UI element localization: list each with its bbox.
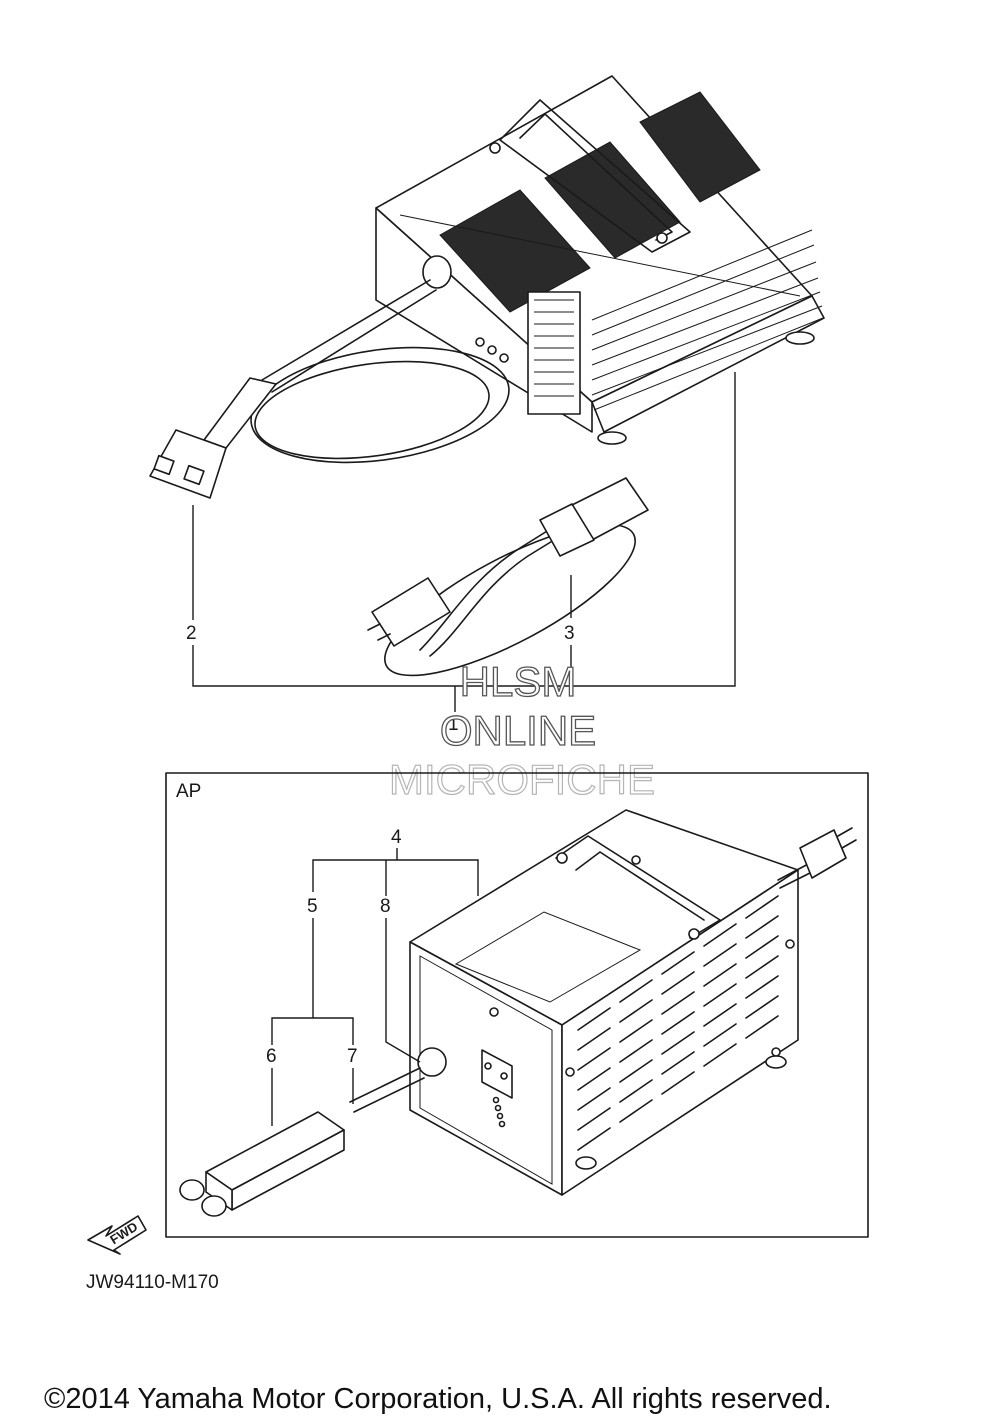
indicator-light [499, 353, 509, 363]
box-grommet [417, 1047, 447, 1077]
box-dc-cord [179, 1067, 425, 1217]
cable-grommet [422, 255, 452, 289]
ac-power-cord [367, 477, 649, 677]
upper-callout-leaders [192, 372, 736, 712]
diagram-code: JW94110-M170 [86, 1272, 219, 1293]
callout-1: 1 [448, 714, 459, 735]
indicator-light [494, 1104, 502, 1112]
box-charger-unit [409, 809, 857, 1196]
indicator-light [487, 345, 497, 355]
indicator-light [492, 1096, 500, 1104]
callout-6: 6 [266, 1046, 277, 1067]
side-vents [577, 895, 779, 1151]
fwd-arrow-icon: FWD [87, 1215, 147, 1255]
inset-callout-leaders [271, 848, 479, 1126]
watermark-line3: MICROFICHE [389, 756, 655, 803]
indicator-light [498, 1120, 506, 1128]
callout-8: 8 [380, 896, 391, 917]
dc-charging-cord [149, 279, 510, 499]
inset-frame-ap [165, 772, 869, 1238]
indicator-light [475, 337, 485, 347]
callout-2: 2 [186, 623, 197, 644]
copyright-notice: ©2014 Yamaha Motor Corporation, U.S.A. A… [44, 1383, 832, 1415]
box-carry-handle [555, 835, 721, 939]
callout-4: 4 [391, 827, 402, 848]
ammeter [481, 1049, 513, 1099]
inset-label: AP [176, 781, 201, 802]
callout-3: 3 [564, 623, 575, 644]
callout-5: 5 [307, 896, 318, 917]
box-ac-plug [799, 829, 847, 879]
indicator-light [496, 1112, 504, 1120]
ground-plug [371, 577, 451, 647]
side-fins [591, 229, 824, 411]
end-cap-vents [534, 299, 574, 397]
watermark-line1: HLSM [460, 658, 577, 705]
watermark-line2: ONLINE [440, 707, 596, 754]
finned-charger-unit [375, 75, 825, 445]
callout-7: 7 [347, 1046, 358, 1067]
